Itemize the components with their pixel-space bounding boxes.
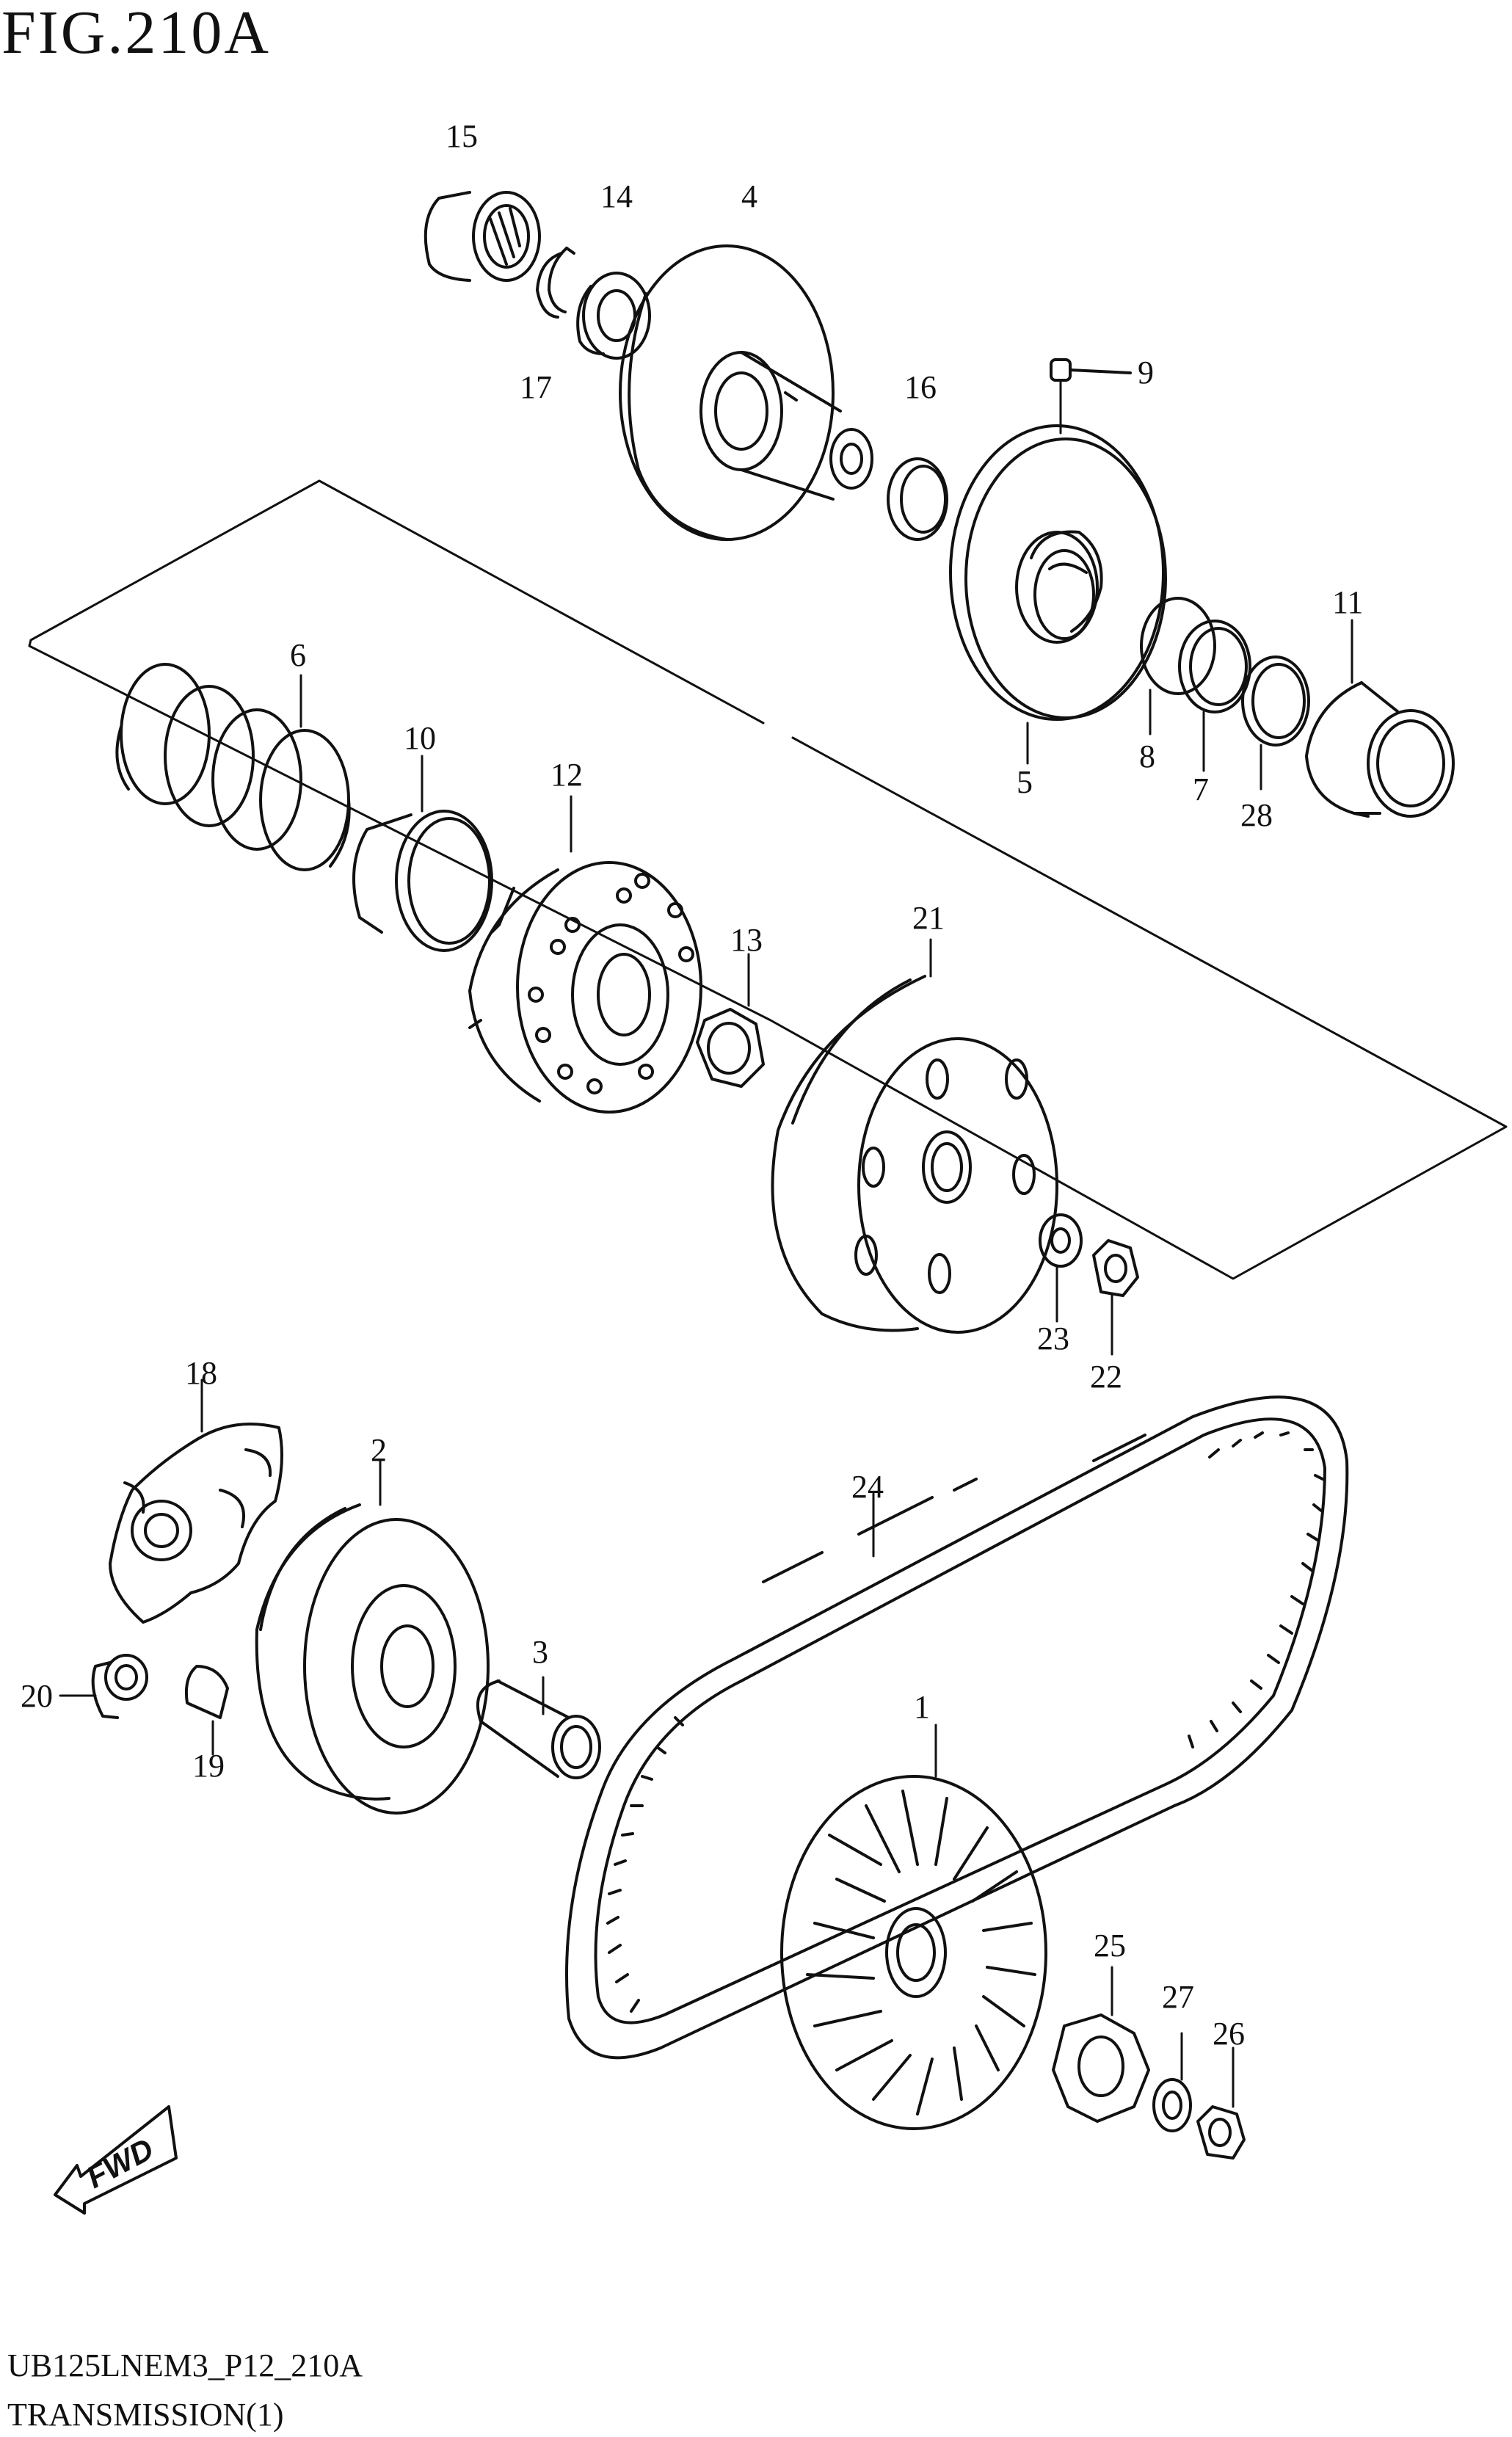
callout-4: 4	[741, 178, 757, 214]
callout-9: 9	[1138, 355, 1154, 391]
part-2-driven-face	[255, 1459, 490, 1815]
part-10-collar	[352, 755, 493, 952]
part-3-spacer	[476, 1676, 601, 1779]
callout-3: 3	[532, 1634, 548, 1670]
drawing-code: UB125LNEM3_P12_210A	[7, 2347, 363, 2383]
callout-15: 15	[446, 118, 478, 154]
callout-5: 5	[1017, 764, 1033, 800]
callout-14: 14	[600, 178, 633, 214]
part-24-v-belt	[565, 1395, 1349, 2060]
callout-22: 22	[1090, 1359, 1122, 1395]
callout-26: 26	[1213, 2016, 1245, 2052]
part-12-clutch-shoe	[468, 795, 702, 1114]
part-26-nut	[1196, 2046, 1246, 2160]
callout-8: 8	[1139, 738, 1155, 774]
callout-13: 13	[730, 922, 763, 958]
part-22-nut	[1092, 1239, 1139, 1356]
part-7-seal	[1178, 620, 1251, 772]
part-15-needle-bearing	[424, 191, 541, 282]
subassembly-boundary	[28, 479, 1508, 1280]
callout-23: 23	[1037, 1321, 1069, 1356]
figure-title: FIG.210A	[1, 0, 272, 67]
part-17-circlip	[536, 247, 575, 319]
part-9-pin	[1050, 358, 1132, 435]
callout-2: 2	[371, 1432, 387, 1468]
part-5-fixed-face	[949, 424, 1167, 765]
callout-28: 28	[1240, 797, 1273, 833]
callout-7: 7	[1193, 771, 1209, 807]
assembly-name: TRANSMISSION(1)	[7, 2397, 284, 2433]
part-14-bearing	[576, 272, 651, 360]
callout-1: 1	[914, 1689, 930, 1725]
callout-10: 10	[404, 720, 436, 756]
part-11-collar	[1305, 619, 1455, 818]
part-19-bush	[184, 1665, 229, 1756]
part-4-driven-face	[619, 244, 873, 541]
part-20-bush	[59, 1654, 148, 1719]
callout-11: 11	[1332, 584, 1363, 620]
callout-6: 6	[290, 637, 306, 673]
callout-27: 27	[1162, 1979, 1194, 2015]
callout-19: 19	[192, 1748, 225, 1784]
callout-18: 18	[185, 1355, 217, 1391]
callout-20: 20	[21, 1678, 53, 1714]
fwd-arrow-icon: FWD	[54, 2105, 178, 2215]
callout-25: 25	[1094, 1928, 1126, 1964]
part-27-washer	[1152, 2032, 1192, 2132]
part-13-nut	[696, 953, 765, 1088]
part-21-clutch-housing	[771, 938, 1058, 1334]
callout-17: 17	[520, 369, 552, 405]
part-8-seal	[1140, 597, 1216, 736]
callout-21: 21	[912, 900, 945, 936]
part-1-drive-face	[780, 1724, 1047, 2130]
part-28-seal	[1241, 655, 1310, 791]
callout-16: 16	[904, 369, 937, 405]
part-23-washer	[1039, 1213, 1083, 1323]
part-18-damper	[109, 1379, 283, 1624]
part-16-o-ring	[887, 457, 948, 541]
part-6-spring	[115, 663, 351, 871]
callout-24: 24	[851, 1469, 884, 1505]
callout-12: 12	[550, 757, 583, 793]
part-25-collar	[1052, 1966, 1150, 2123]
